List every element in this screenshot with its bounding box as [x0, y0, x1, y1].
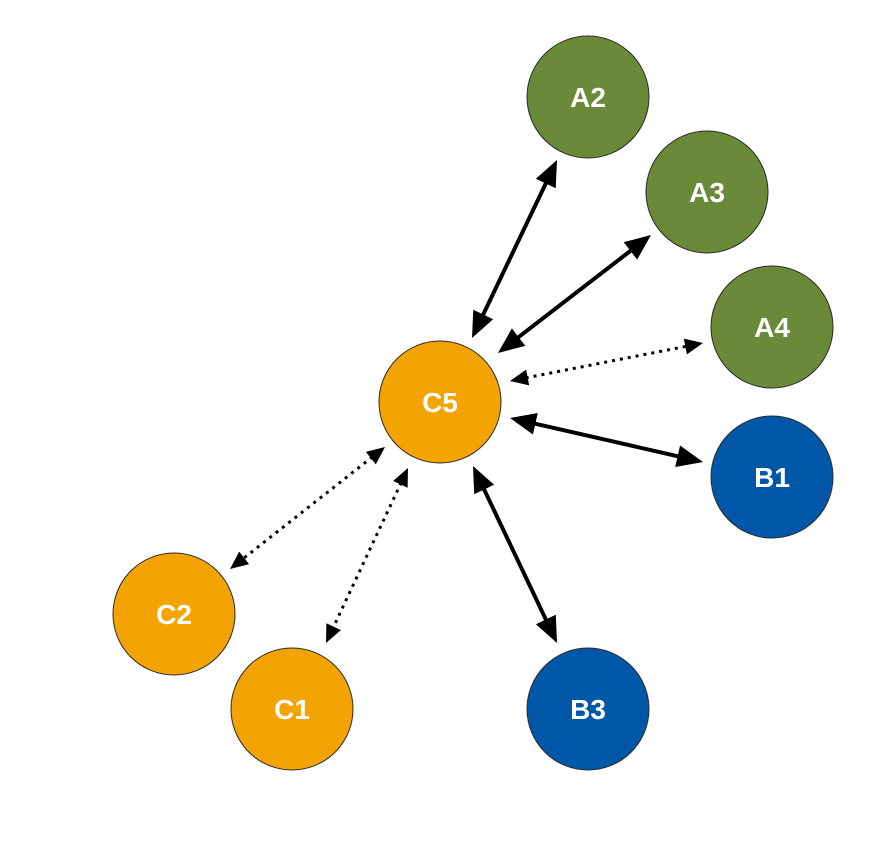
edge-c5-c2 — [230, 447, 385, 569]
arrowhead-icon-end — [675, 445, 703, 467]
node-a2: A2 — [526, 35, 650, 159]
edge-c5-b1 — [510, 413, 703, 467]
node-circle — [526, 35, 650, 159]
arrowhead-icon-end — [683, 338, 703, 355]
node-label: C1 — [274, 694, 310, 725]
node-circle — [112, 552, 236, 676]
node-circle — [710, 415, 834, 539]
arrowhead-icon-end — [326, 623, 341, 643]
dotted-connector-line — [331, 481, 403, 630]
node-label: B1 — [754, 462, 790, 493]
arrowhead-icon-start — [510, 413, 538, 435]
node-label: C2 — [156, 599, 192, 630]
node-circle — [645, 130, 769, 254]
edge-c5-c1 — [326, 468, 408, 643]
dotted-connector-line — [525, 344, 688, 380]
arrowhead-icon-start — [472, 309, 494, 338]
arrowhead-icon-end — [535, 160, 557, 189]
arrowhead-icon-end — [230, 551, 250, 569]
node-a4: A4 — [710, 265, 834, 389]
node-label: B3 — [570, 694, 606, 725]
edge-c5-a2 — [472, 160, 557, 338]
node-b3: B3 — [526, 647, 650, 771]
arrowhead-icon-start — [365, 447, 385, 465]
solid-connector-line — [480, 180, 549, 318]
node-circle — [526, 647, 650, 771]
node-circle — [378, 340, 502, 464]
arrowhead-icon-end — [535, 614, 557, 643]
node-circle — [710, 265, 834, 389]
solid-connector-line — [515, 248, 634, 340]
node-a3: A3 — [645, 130, 769, 254]
node-c5: C5 — [378, 340, 502, 464]
dotted-connector-line — [241, 455, 374, 561]
node-label: A4 — [754, 312, 790, 343]
solid-connector-line — [481, 486, 549, 623]
arrowhead-icon-start — [393, 468, 408, 488]
node-c2: C2 — [112, 552, 236, 676]
edges — [230, 160, 703, 643]
node-circle — [230, 647, 354, 771]
edge-c5-a4 — [510, 338, 703, 386]
node-c1: C1 — [230, 647, 354, 771]
solid-connector-line — [532, 421, 681, 459]
node-label: A2 — [570, 82, 606, 113]
arrowhead-icon-start — [473, 466, 495, 495]
arrowhead-icon-end — [623, 235, 651, 260]
arrowhead-icon-start — [498, 328, 526, 353]
node-label: C5 — [422, 387, 458, 418]
arrowhead-icon-start — [510, 369, 530, 386]
edge-c5-a3 — [498, 235, 651, 353]
edge-c5-b3 — [473, 466, 557, 643]
node-b1: B1 — [710, 415, 834, 539]
node-label: A3 — [689, 177, 725, 208]
